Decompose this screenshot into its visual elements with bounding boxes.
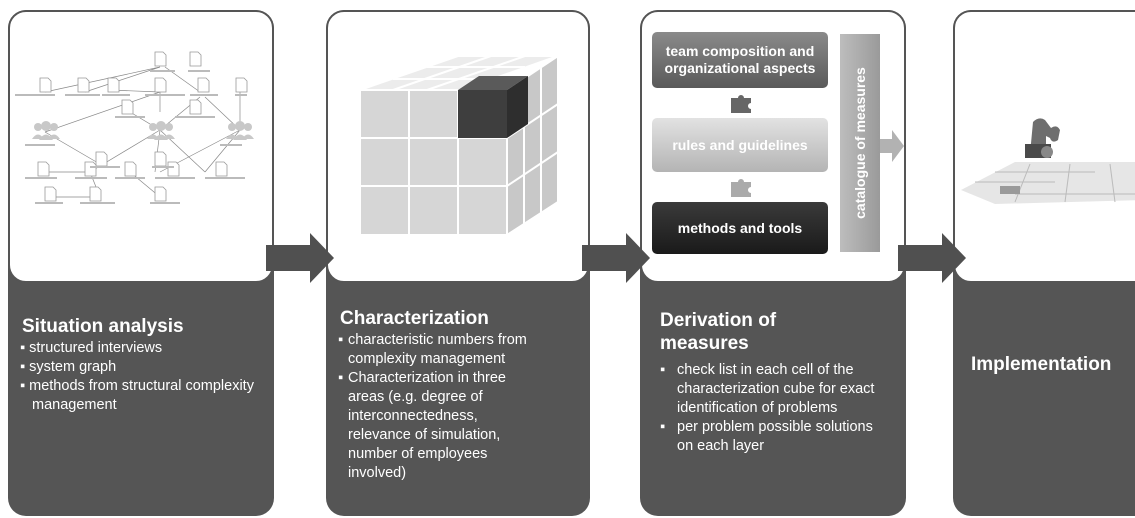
catalogue-label: catalogue of measures	[852, 67, 868, 219]
stage-title: Implementation	[971, 354, 1112, 375]
cube-panel	[326, 10, 590, 283]
people-icon	[32, 121, 254, 140]
stage-title: Characterization	[340, 308, 489, 329]
stage-implementation: Implementation	[953, 10, 1135, 516]
puzzle-icon	[961, 118, 1135, 204]
stage-derivation-of-measures: team composition and organizational aspe…	[640, 10, 906, 516]
stage-3-text: Derivation of measures ▪check list in ea…	[640, 283, 906, 516]
bullet-item: ▪Characterization in three areas (e.g. d…	[338, 370, 506, 481]
system-graph-panel	[8, 10, 274, 283]
stage-title: Derivation of measures	[660, 310, 777, 354]
bullet-list: ▪characteristic numbers from complexity …	[338, 331, 543, 483]
system-graph-diagram	[15, 51, 254, 204]
arrow-right-icon	[266, 233, 334, 283]
stage-situation-analysis: Situation analysis ▪structured interview…	[8, 10, 274, 516]
stage-4-text: Implementation	[953, 283, 1135, 516]
layer-methods-tools: methods and tools	[652, 202, 828, 254]
stage-characterization: Characterization ▪characteristic numbers…	[326, 10, 590, 516]
puzzle-icon	[731, 179, 751, 197]
stage-title: Situation analysis	[22, 316, 184, 337]
bullet-list: ▪check list in each cell of the characte…	[660, 361, 885, 456]
measures-panel: team composition and organizational aspe…	[640, 10, 906, 283]
arrow-right-icon	[898, 233, 966, 283]
layer-rules-guidelines: rules and guidelines	[652, 118, 828, 172]
arrow-right-icon	[880, 130, 904, 162]
stage-1-text: Situation analysis ▪structured interview…	[8, 283, 274, 516]
bullet-list: ▪structured interviews ▪system graph ▪me…	[20, 339, 260, 415]
puzzle-icon	[731, 95, 751, 113]
bullet-item: ▪system graph	[20, 359, 117, 375]
stage-2-text: Characterization ▪characteristic numbers…	[326, 283, 590, 516]
layer-team-composition: team composition and organizational aspe…	[652, 32, 828, 88]
bullet-item: ▪structured interviews	[20, 340, 163, 356]
bullet-item: ▪check list in each cell of the characte…	[660, 362, 875, 416]
arrow-right-icon	[582, 233, 650, 283]
cube-icon	[359, 54, 559, 237]
puzzle-image-panel	[953, 10, 1135, 283]
bullet-item: ▪per problem possible solutions on each …	[660, 419, 873, 454]
bullet-item: ▪characteristic numbers from complexity …	[338, 332, 527, 367]
catalogue-of-measures-bar: catalogue of measures	[840, 34, 880, 252]
bullet-item: ▪methods from structural complexity mana…	[20, 378, 254, 413]
